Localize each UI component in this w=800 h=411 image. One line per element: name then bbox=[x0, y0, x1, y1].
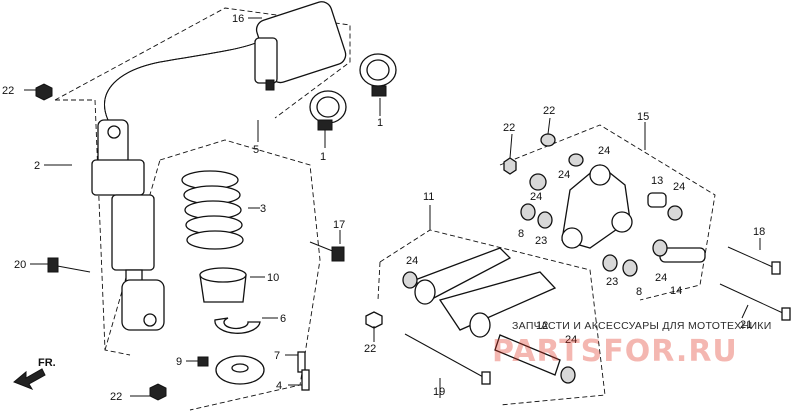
callout-22: 22 bbox=[2, 85, 14, 97]
callout-22: 22 bbox=[110, 391, 122, 403]
front-direction-arrow: FR. bbox=[13, 357, 56, 390]
callout-4: 4 bbox=[276, 380, 282, 392]
long-bolt-parts bbox=[404, 246, 791, 385]
callout-15: 15 bbox=[637, 111, 649, 123]
callout-21: 21 bbox=[740, 319, 752, 331]
callout-8: 8 bbox=[518, 228, 524, 240]
callout-24: 24 bbox=[655, 272, 667, 284]
callout-14: 14 bbox=[670, 285, 682, 297]
callout-24: 24 bbox=[565, 334, 577, 346]
callout-24: 24 bbox=[406, 255, 418, 267]
bolt-parts bbox=[35, 83, 383, 401]
collar-parts bbox=[602, 239, 706, 277]
callout-6: 6 bbox=[280, 313, 286, 325]
callout-24: 24 bbox=[530, 191, 542, 203]
callout-22: 22 bbox=[503, 122, 515, 134]
callout-19: 19 bbox=[433, 386, 445, 398]
callout-17: 17 bbox=[333, 219, 345, 231]
leader-lines bbox=[24, 17, 761, 398]
spring-part bbox=[181, 170, 244, 250]
callout-12: 12 bbox=[536, 320, 548, 332]
callout-16: 16 bbox=[232, 13, 244, 25]
callout-23: 23 bbox=[535, 235, 547, 247]
callout-10: 10 bbox=[267, 272, 279, 284]
clamp-parts bbox=[309, 53, 397, 131]
reservoir-part bbox=[104, 1, 347, 121]
callout-3: 3 bbox=[260, 203, 266, 215]
callout-20: 20 bbox=[14, 259, 26, 271]
tie-rod-parts bbox=[402, 247, 576, 384]
callout-24: 24 bbox=[558, 169, 570, 181]
shock-absorber-part bbox=[91, 119, 165, 331]
callout-13: 13 bbox=[651, 175, 663, 187]
watermark: ЗАПЧАСТИ И АКСЕССУАРЫ ДЛЯ МОТОТЕХНИКИ PA… bbox=[492, 320, 772, 369]
callout-5: 5 bbox=[253, 144, 259, 156]
callout-22: 22 bbox=[543, 105, 555, 117]
linkage-arm-part bbox=[503, 133, 683, 249]
callout-8: 8 bbox=[636, 286, 642, 298]
callout-24: 24 bbox=[673, 181, 685, 193]
callout-2: 2 bbox=[34, 160, 40, 172]
spring-seat-parts bbox=[197, 267, 265, 385]
watermark-tagline: ЗАПЧАСТИ И АКСЕССУАРЫ ДЛЯ МОТОТЕХНИКИ bbox=[512, 320, 772, 332]
watermark-logo: PARTSFOR.RU bbox=[492, 334, 738, 369]
callout-23: 23 bbox=[606, 276, 618, 288]
callout-1: 1 bbox=[320, 151, 326, 163]
callout-1: 1 bbox=[377, 117, 383, 129]
callout-11: 11 bbox=[423, 191, 434, 203]
callout-18: 18 bbox=[753, 226, 765, 238]
front-direction-label: FR. bbox=[38, 357, 56, 369]
callout-22: 22 bbox=[364, 343, 376, 355]
callout-7: 7 bbox=[274, 350, 280, 362]
callout-24: 24 bbox=[598, 145, 610, 157]
callout-9: 9 bbox=[176, 356, 182, 368]
callout-labels: 16 22 2 5 1 1 3 17 20 10 6 9 7 4 22 22 2… bbox=[2, 13, 765, 403]
